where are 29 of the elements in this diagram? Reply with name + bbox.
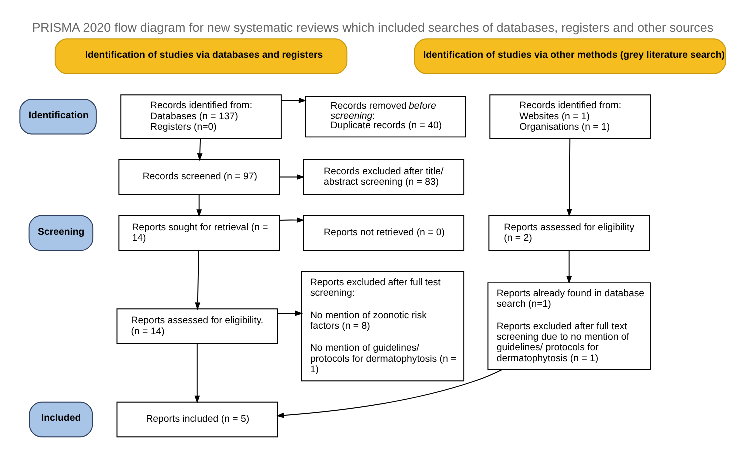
- node-box: Reports assessed for eligibility. (n = 14): [116, 308, 278, 344]
- arrow: [566, 138, 572, 217]
- arrow: [196, 194, 202, 217]
- node-box: Records identified from: Websites (n = 1) Organisations (n = 1): [490, 94, 651, 139]
- arrow: [276, 369, 502, 418]
- node-box: Screening: [28, 214, 94, 251]
- node-box: Identification of studies via databases and registers: [54, 38, 348, 74]
- node-box: Included: [29, 401, 94, 438]
- node-box: Reports assessed for eligibility (n = 2): [488, 214, 650, 251]
- node-box: Records removed before screening: Duplicate records (n = 40): [305, 96, 466, 138]
- node-box: Records screened (n = 97): [118, 158, 280, 195]
- node-box: Reports already found in database search (n=1) Reports excluded after full text screening due to no mention of guidelines/ protocols for dermatophytosis (n = 1): [488, 282, 651, 370]
- diagram-title: PRISMA 2020 flow diagram for new systematic reviews which included searches of databases, registers and other sources: [32, 20, 714, 34]
- node-box: Reports sought for retrieval (n = 14): [118, 214, 280, 251]
- arrow: [279, 217, 305, 222]
- arrow: [281, 97, 307, 103]
- node-box: Records identified from: Databases (n = 137) Registers (n=0): [120, 94, 282, 139]
- node-box: Identification of studies via other methods (grey literature search): [414, 38, 726, 74]
- arrow: [195, 250, 201, 310]
- node-box: Reports included (n = 5): [116, 401, 278, 438]
- node-box: Identification: [20, 98, 97, 134]
- arrow: [194, 343, 200, 404]
- arrow: [197, 138, 203, 161]
- arrow: [279, 174, 305, 180]
- arrow: [566, 250, 572, 284]
- node-box: Reports excluded after full test screening: No mention of zoonotic risk factors (n = 8) No mention of guidelines/ protocols for dermatophytosis (n = 1): [301, 270, 465, 382]
- node-box: Records excluded after title/ abstract screening (n = 83): [303, 158, 465, 195]
- node-box: Reports not retrieved (n = 0): [303, 214, 465, 251]
- arrow: [277, 310, 304, 316]
